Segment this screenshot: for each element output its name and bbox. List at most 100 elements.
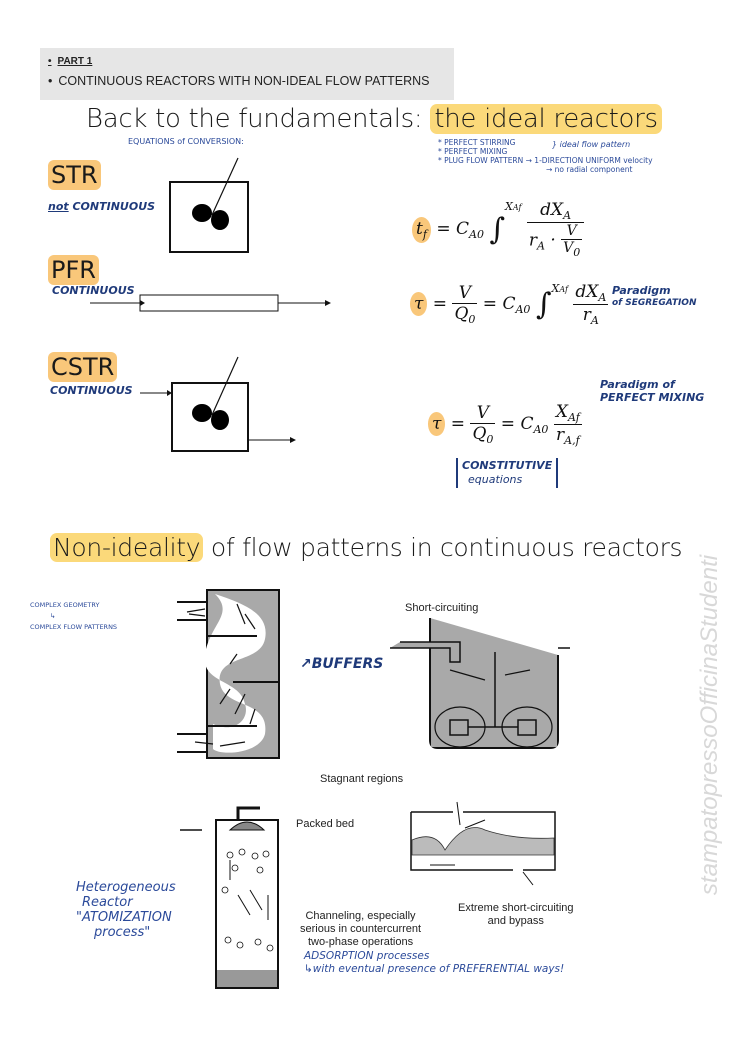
heterogeneous-line: process" [94, 925, 151, 940]
eq-den-sub: A [537, 239, 545, 253]
heterogeneous-note: Heterogeneous Reactor "ATOMIZATION proce… [76, 880, 176, 940]
cstr-impeller-blade [211, 410, 229, 430]
eq-num: X [555, 402, 568, 422]
cstr-paradigm: Paradigm of PERFECT MIXING [600, 378, 704, 404]
ideal-flow-note: } ideal flow pattern [552, 140, 631, 149]
title-highlight: the ideal reactors [430, 104, 662, 134]
channeling-line: Channeling, especially [305, 910, 416, 922]
eq-dot: · [544, 230, 562, 251]
reactor-shell [410, 811, 556, 871]
eq-q: Q [454, 304, 469, 324]
complex-line: COMPLEX FLOW PATTERNS [30, 623, 118, 631]
header-subtitle-text: CONTINUOUS REACTORS WITH NON-IDEAL FLOW … [58, 74, 430, 88]
str-diagram [169, 157, 249, 253]
label-packed-bed: Packed bed [296, 818, 355, 830]
watermark: stampatopressoOfficinaStudenti [690, 555, 730, 895]
channeling-line: two-phase operations [307, 936, 414, 948]
str-note-text: CONTINUOUS [68, 200, 156, 213]
flow-arrows [186, 603, 256, 747]
ideal-note: → no radial component [546, 165, 633, 174]
tau-highlight: τ [428, 412, 446, 436]
pfr-label: PFR [48, 255, 99, 285]
complex-line: ↳ [50, 612, 56, 620]
part-label-text: PART 1 [57, 56, 93, 67]
slide-header: • PART 1 • CONTINUOUS REACTORS WITH NON-ID… [40, 48, 454, 100]
buffers-text: BUFFERS [311, 656, 384, 672]
eq-den-sub: A [590, 314, 599, 327]
integral-sign: ∫ [535, 287, 552, 322]
flow-arrows [229, 860, 269, 920]
eq-lhs: t [416, 219, 423, 239]
eq-v0-sub: 0 [573, 246, 581, 259]
paradigm-line: Paradigm [612, 284, 671, 297]
eq-den: r [555, 425, 565, 445]
constitutive-note: CONSTITUTIVE equations [456, 458, 559, 488]
title-plain: Back to the fundamentals: [86, 104, 431, 134]
eq-v0: V [563, 240, 574, 256]
eq-num: dX [575, 282, 599, 302]
spray-head [228, 821, 266, 831]
column-sump [217, 970, 277, 987]
tf-highlight: tf [412, 217, 431, 243]
extreme-line: and bypass [487, 915, 544, 927]
eq-den: r [528, 230, 537, 251]
pfr-note: CONTINUOUS [52, 284, 135, 297]
part-label: • PART 1 [48, 56, 92, 67]
eq-q-sub: 0 [468, 313, 476, 326]
packed-bed-reactor-figure [410, 801, 556, 886]
channeling-line: serious in countercurrent [300, 923, 422, 935]
label-extreme-short-circuiting: Extreme short-circuiting and bypass [458, 902, 574, 928]
str-impeller-blade [211, 210, 229, 230]
label-short-circuiting: Short-circuiting [405, 602, 479, 614]
column-body [215, 819, 279, 989]
eq-upper-sub: Af [559, 285, 568, 294]
eq-den: r [582, 305, 591, 325]
section-title-ideal: Back to the fundamentals: the ideal reac… [86, 104, 662, 134]
arrow-icon [325, 300, 331, 306]
str-note: not CONTINUOUS [48, 200, 155, 213]
pfr-diagram [90, 294, 331, 312]
packing-bed [411, 827, 555, 856]
constitutive-line: CONSTITUTIVE [462, 459, 553, 472]
complex-line: COMPLEX GEOMETRY [30, 601, 100, 609]
inlet-pipe [236, 806, 260, 820]
heterogeneous-line: Heterogeneous [76, 880, 176, 895]
packing-rings [221, 848, 274, 952]
extreme-line: Extreme short-circuiting [458, 902, 574, 914]
adsorption-line: ↳with eventual presence of PREFERENTIAL … [304, 963, 565, 975]
ideal-notes: * PERFECT STIRRING * PERFECT MIXING * PL… [438, 138, 653, 174]
flow-arrows [430, 801, 534, 886]
str-note-underlined: not [48, 200, 69, 213]
ideal-note: * PLUG FLOW PATTERN → 1-DIRECTION UNIFOR… [438, 156, 653, 165]
paradigm-line: Paradigm of [600, 378, 675, 391]
inlet-pipe [177, 733, 207, 753]
impeller-blade [449, 719, 469, 736]
integral-sign: ∫ [489, 212, 505, 247]
bullet: • [48, 74, 53, 88]
complex-note: COMPLEX GEOMETRY ↳ COMPLEX FLOW PATTERNS [30, 600, 117, 633]
adsorption-line: ADSORPTION processes [304, 950, 430, 962]
label-channeling: Channeling, especially serious in counte… [300, 910, 421, 949]
arrow-icon [167, 390, 172, 396]
flow-channel [204, 594, 266, 753]
eq-upper-sub: Af [512, 203, 522, 212]
title-highlight: Non-ideality [50, 533, 204, 562]
cstr-impeller-blade [192, 404, 212, 422]
watermark-text: stampatopressoOfficinaStudenti [696, 554, 723, 896]
eq-coef-sub: A0 [515, 303, 531, 316]
equations-note: EQUATIONS of CONVERSION: [128, 137, 244, 146]
bullet: • [48, 56, 52, 67]
arrow-icon [140, 300, 145, 306]
curved-arrow-icon: ↗ [300, 656, 312, 672]
eq-coef: C [455, 219, 469, 239]
eq-num-sub: Af [567, 411, 580, 424]
packed-column-figure [180, 806, 279, 989]
section-title-nonideal: Non-ideality of flow patterns in continu… [50, 533, 683, 562]
baffled-vessel-figure [177, 589, 280, 759]
eq-num-sub: A [563, 209, 572, 222]
eq-q: Q [472, 424, 487, 444]
eq-coef: C [520, 414, 534, 434]
